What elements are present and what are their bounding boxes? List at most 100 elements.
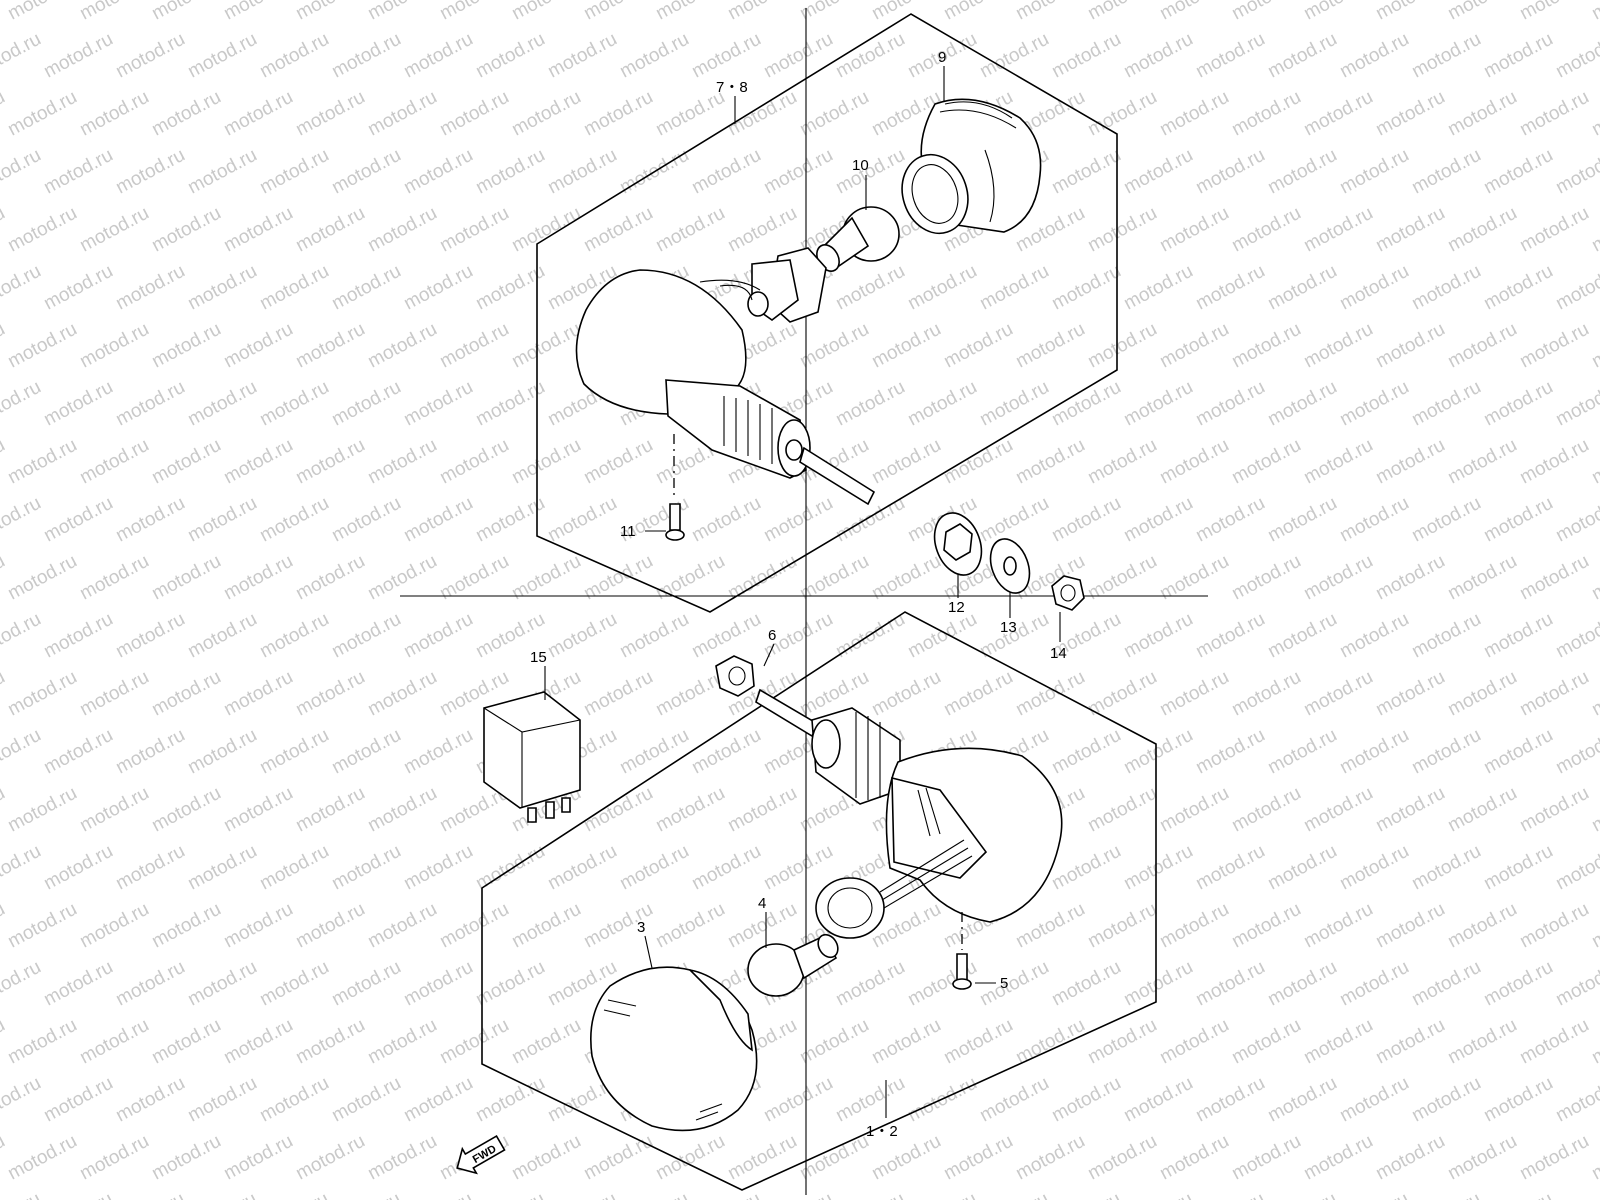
- watermark-text: motod.ru: [1048, 29, 1124, 83]
- watermark-text: motod.ru: [796, 1131, 872, 1185]
- watermark-text: motod.ru: [148, 0, 224, 24]
- watermark-text: motod.ru: [1192, 841, 1268, 895]
- watermark-text: motod.ru: [328, 957, 404, 1011]
- watermark-text: motod.ru: [616, 29, 692, 83]
- watermark-text: motod.ru: [220, 435, 296, 489]
- leader-lines: [544, 66, 1061, 1118]
- watermark-text: motod.ru: [1336, 1189, 1412, 1200]
- watermark-text: motod.ru: [1372, 1131, 1448, 1185]
- watermark-text: motod.ru: [1336, 957, 1412, 1011]
- watermark-text: motod.ru: [472, 1189, 548, 1200]
- watermark-text: motod.ru: [40, 841, 116, 895]
- lower-screw-part-5: [952, 912, 972, 990]
- watermark-text: motod.ru: [0, 377, 45, 431]
- watermark-text: motod.ru: [1588, 551, 1600, 605]
- watermark-text: motod.ru: [0, 493, 45, 547]
- watermark-text: motod.ru: [616, 841, 692, 895]
- watermark-text: motod.ru: [1372, 0, 1448, 24]
- watermark-text: motod.ru: [832, 957, 908, 1011]
- watermark-text: motod.ru: [1264, 609, 1340, 663]
- watermark-text: motod.ru: [4, 667, 80, 721]
- watermark-text: motod.ru: [472, 29, 548, 83]
- watermark-text: motod.ru: [436, 899, 512, 953]
- watermark-text: motod.ru: [256, 377, 332, 431]
- watermark-text: motod.ru: [112, 841, 188, 895]
- watermark-text: motod.ru: [1084, 435, 1160, 489]
- watermark-text: motod.ru: [1156, 667, 1232, 721]
- watermark-text: motod.ru: [1336, 29, 1412, 83]
- watermark-text: motod.ru: [184, 609, 260, 663]
- watermark-text: motod.ru: [400, 609, 476, 663]
- watermark-text: motod.ru: [76, 1015, 152, 1069]
- watermark-text: motod.ru: [544, 609, 620, 663]
- watermark-text: motod.ru: [1156, 203, 1232, 257]
- watermark-text: motod.ru: [436, 319, 512, 373]
- watermark-text: motod.ru: [1552, 609, 1600, 663]
- watermark-text: motod.ru: [76, 87, 152, 141]
- watermark-text: motod.ru: [148, 551, 224, 605]
- callout-10: 10: [852, 157, 869, 174]
- watermark-text: motod.ru: [76, 319, 152, 373]
- watermark-text: motod.ru: [0, 145, 45, 199]
- watermark-text: motod.ru: [1444, 87, 1520, 141]
- watermark-text: motod.ru: [544, 29, 620, 83]
- watermark-text: motod.ru: [1408, 29, 1484, 83]
- watermark-text: motod.ru: [364, 783, 440, 837]
- watermark-text: motod.ru: [1588, 0, 1600, 24]
- watermark-text: motod.ru: [1012, 319, 1088, 373]
- watermark-text: motod.ru: [1012, 435, 1088, 489]
- watermark-text: motod.ru: [1588, 783, 1600, 837]
- watermark-text: motod.ru: [1516, 783, 1592, 837]
- watermark-text: motod.ru: [364, 1015, 440, 1069]
- watermark-text: motod.ru: [616, 725, 692, 779]
- watermark-text: motod.ru: [0, 29, 45, 83]
- watermark-text: motod.ru: [832, 1073, 908, 1127]
- watermark-text: motod.ru: [1588, 87, 1600, 141]
- watermark-text: motod.ru: [1156, 319, 1232, 373]
- watermark-text: motod.ru: [76, 551, 152, 605]
- watermark-text: motod.ru: [292, 87, 368, 141]
- watermark-text: motod.ru: [1336, 493, 1412, 547]
- watermark-text: motod.ru: [1300, 667, 1376, 721]
- watermark-text: motod.ru: [148, 783, 224, 837]
- watermark-text: motod.ru: [148, 203, 224, 257]
- watermark-text: motod.ru: [1480, 145, 1556, 199]
- watermark-text: motod.ru: [40, 261, 116, 315]
- watermark-text: motod.ru: [1480, 493, 1556, 547]
- watermark-text: motod.ru: [1408, 493, 1484, 547]
- watermark-text: motod.ru: [976, 1073, 1052, 1127]
- watermark-text: motod.ru: [1408, 1073, 1484, 1127]
- nut-part-6: [715, 655, 755, 697]
- watermark-text: motod.ru: [0, 957, 45, 1011]
- watermark-text: motod.ru: [328, 609, 404, 663]
- watermark-text: motod.ru: [40, 1189, 116, 1200]
- watermark-text: motod.ru: [256, 29, 332, 83]
- washer-nut-part-12: [933, 512, 983, 576]
- watermark-text: motod.ru: [112, 261, 188, 315]
- watermark-text: motod.ru: [220, 1015, 296, 1069]
- watermark-text: motod.ru: [4, 87, 80, 141]
- watermark-text: motod.ru: [364, 667, 440, 721]
- watermark-text: motod.ru: [40, 29, 116, 83]
- watermark-text: motod.ru: [760, 1073, 836, 1127]
- watermark-text: motod.ru: [760, 493, 836, 547]
- callout-15: 15: [530, 649, 547, 666]
- watermark-text: motod.ru: [976, 261, 1052, 315]
- watermark-text: motod.ru: [1372, 435, 1448, 489]
- watermark-text: motod.ru: [400, 377, 476, 431]
- watermark-text: motod.ru: [1408, 261, 1484, 315]
- watermark-text: motod.ru: [1408, 609, 1484, 663]
- watermark-text: motod.ru: [0, 1189, 45, 1200]
- watermark-text: motod.ru: [1048, 957, 1124, 1011]
- watermark-text: motod.ru: [1192, 493, 1268, 547]
- watermark-text: motod.ru: [868, 667, 944, 721]
- watermark-text: motod.ru: [1480, 725, 1556, 779]
- watermark-text: motod.ru: [1588, 899, 1600, 953]
- lower-socket: [815, 839, 973, 939]
- watermark-text: motod.ru: [292, 0, 368, 24]
- callout-4: 4: [758, 895, 766, 912]
- watermark-text: motod.ru: [580, 1131, 656, 1185]
- watermark-text: motod.ru: [1228, 783, 1304, 837]
- watermark-text: motod.ru: [1444, 551, 1520, 605]
